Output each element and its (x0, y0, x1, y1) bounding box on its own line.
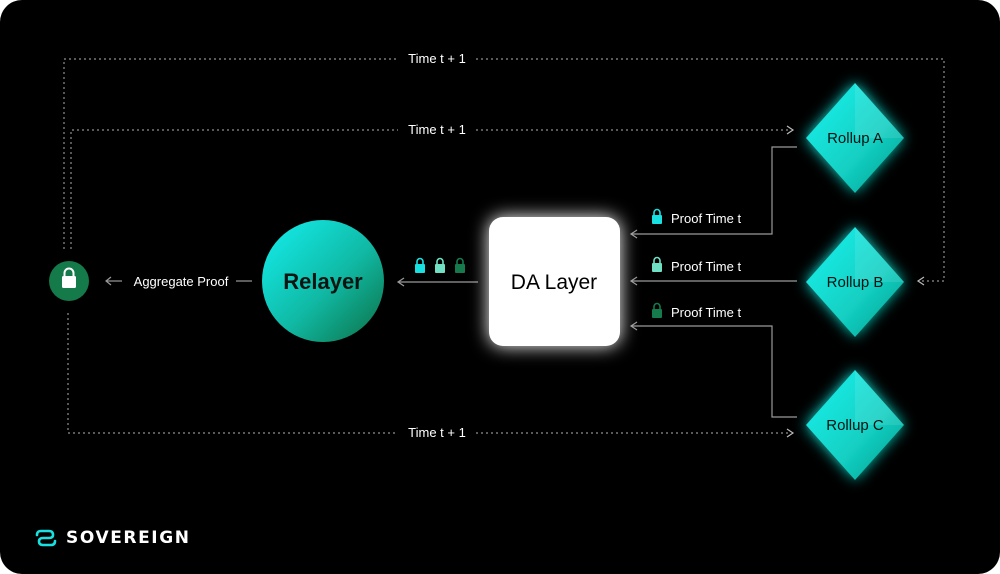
lock-dark-green-icon (455, 257, 465, 273)
loop-top (63, 58, 945, 282)
connector-rollup-c (629, 321, 797, 418)
proof-c-label: Proof Time t (671, 305, 741, 320)
connector-rollup-a (629, 146, 797, 239)
connector-da-to-relayer (396, 277, 478, 287)
loop-upper-arrowhead (786, 125, 795, 135)
rollup-a-label: Rollup A (827, 130, 883, 147)
lock-cyan-icon (415, 257, 425, 273)
aggregate-lock-node (49, 261, 89, 301)
sovereign-logo-icon (35, 529, 57, 547)
proof-c-lock-icon (652, 302, 662, 318)
relayer-node: Relayer (262, 220, 384, 342)
loop-bottom-arrowhead (786, 428, 795, 438)
connector-relayer-to-lock (105, 276, 252, 286)
proof-b-lock-icon (652, 256, 662, 272)
loop-bottom-label: Time t + 1 (408, 425, 466, 440)
connector-rollup-b (629, 276, 797, 286)
loop-bottom (67, 313, 790, 434)
proof-a: Proof Time t (652, 208, 741, 226)
proof-b: Proof Time t (652, 256, 741, 274)
proof-c: Proof Time t (652, 302, 741, 320)
loop-top-label: Time t + 1 (408, 51, 466, 66)
brand-logo: SOVEREIGN (34, 524, 191, 552)
loop-upper-label: Time t + 1 (408, 122, 466, 137)
lock-mint-icon (435, 257, 445, 273)
da-layer-node: DA Layer (489, 217, 620, 346)
proof-a-lock-icon (652, 208, 662, 224)
aggregate-proof-label: Aggregate Proof (134, 274, 229, 289)
da-layer-label: DA Layer (511, 271, 597, 294)
aggregate-lock-icon (62, 267, 76, 288)
rollup-a-node: Rollup A (806, 83, 904, 193)
loop-top-arrowhead (916, 276, 925, 286)
rollup-c-node: Rollup C (806, 370, 904, 480)
brand-name: SOVEREIGN (66, 528, 191, 548)
rollup-c-label: Rollup C (826, 417, 884, 434)
rollup-b-label: Rollup B (827, 274, 884, 291)
rollup-b-node: Rollup B (806, 227, 904, 337)
proof-a-label: Proof Time t (671, 211, 741, 226)
proof-b-label: Proof Time t (671, 259, 741, 274)
loop-upper (70, 129, 790, 249)
relayer-label: Relayer (283, 269, 363, 294)
